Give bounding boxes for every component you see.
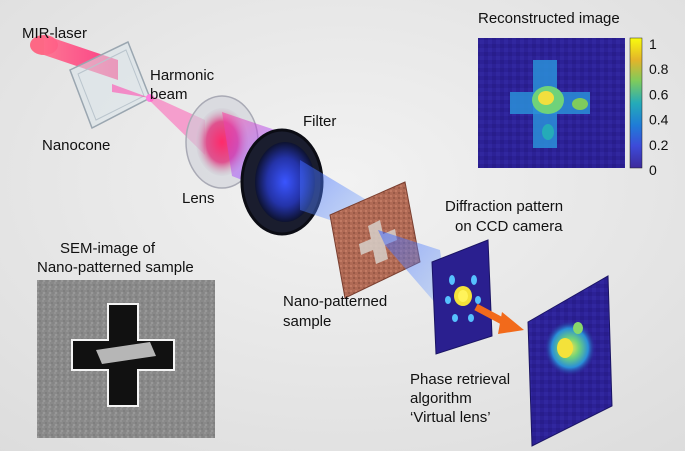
sem-image bbox=[37, 280, 215, 438]
label-mir-laser: MIR-laser bbox=[22, 25, 87, 42]
label-diffraction-line1: Diffraction pattern bbox=[445, 198, 563, 215]
colorbar-tick-label: 0.2 bbox=[649, 137, 669, 153]
label-diffraction-line2: on CCD camera bbox=[455, 218, 563, 235]
virtual-lens-reconstruction bbox=[527, 275, 613, 447]
label-phase-line1: Phase retrieval bbox=[410, 371, 510, 388]
label-reconstructed-image: Reconstructed image bbox=[478, 10, 620, 27]
label-filter: Filter bbox=[303, 113, 336, 130]
label-nanocone: Nanocone bbox=[42, 137, 110, 154]
colorbar-tick-label: 1 bbox=[649, 36, 657, 52]
colorbar-tick-label: 0 bbox=[649, 162, 657, 178]
retrieval-arrow bbox=[474, 303, 524, 334]
colorbar bbox=[629, 37, 643, 169]
diffraction-pattern-ccd bbox=[431, 239, 493, 355]
colorbar-tick-label: 0.8 bbox=[649, 61, 669, 77]
label-lens: Lens bbox=[182, 190, 215, 207]
label-sem-line1: SEM-image of bbox=[60, 240, 156, 257]
reconstructed-cross bbox=[510, 60, 590, 148]
label-phase-line3: ‘Virtual lens’ bbox=[410, 409, 491, 426]
colorbar-ticks: 1 0.8 0.6 0.4 0.2 0 bbox=[649, 36, 669, 178]
label-harmonic-line1: Harmonic bbox=[150, 67, 215, 84]
reconstructed-image: 1 0.8 0.6 0.4 0.2 0 bbox=[478, 36, 669, 178]
label-sample-line1: Nano-patterned bbox=[283, 293, 387, 310]
colorbar-tick-label: 0.6 bbox=[649, 86, 669, 102]
diffracted-beam bbox=[378, 230, 450, 320]
label-phase-line2: algorithm bbox=[410, 390, 472, 407]
label-sample-line2: sample bbox=[283, 313, 331, 330]
label-harmonic-line2: beam bbox=[150, 86, 188, 103]
colorbar-tick-label: 0.4 bbox=[649, 112, 669, 128]
label-sem-line2: Nano-patterned sample bbox=[37, 259, 194, 276]
